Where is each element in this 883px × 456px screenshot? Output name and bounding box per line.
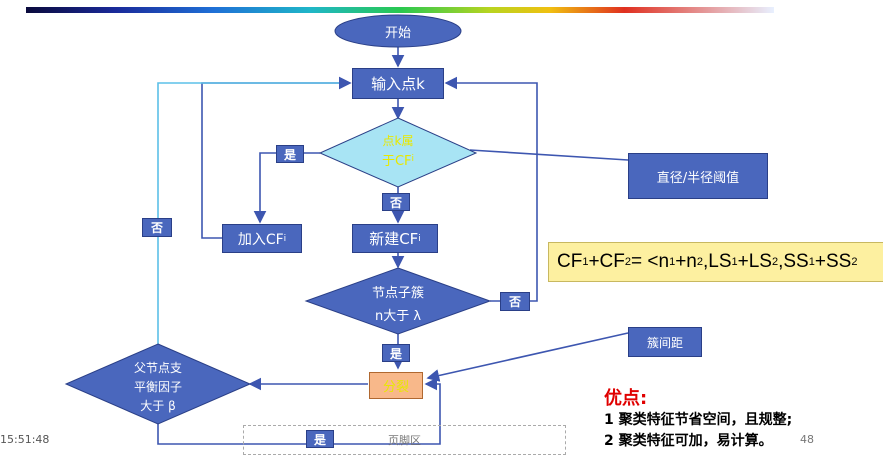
label-yes-bottom: 是 xyxy=(306,430,334,448)
decision2-line2: n大于 λ xyxy=(374,308,422,324)
advantages-title: 优点: xyxy=(604,388,648,409)
decision3-diamond xyxy=(64,343,252,425)
decision3-line2: 平衡因子 xyxy=(133,379,182,394)
label-yes-add: 是 xyxy=(276,145,304,163)
arrow-decision2-input xyxy=(444,76,538,302)
threshold-callout: 直径/半径阈值 xyxy=(628,153,768,199)
arrow-decision3-split xyxy=(157,377,441,445)
arrow-decision1-add xyxy=(253,152,320,224)
page-number: 48 xyxy=(800,433,814,446)
decision2-diamond xyxy=(304,267,492,335)
footer-area-label: 页脚区 xyxy=(388,434,421,447)
label-no-decision2: 否 xyxy=(500,292,530,311)
advantage-line-2: 2 聚类特征可加，易计算。 xyxy=(604,433,773,449)
callout-line-threshold xyxy=(469,149,629,161)
footer-area[interactable] xyxy=(243,425,566,455)
input-node: 输入点k xyxy=(352,68,444,99)
cluster-distance-callout: 簇间距 xyxy=(628,327,702,357)
label-no-loop-left: 否 xyxy=(142,218,172,237)
start-node: 开始 xyxy=(384,25,411,41)
label-yes-split: 是 xyxy=(382,344,410,362)
advantage-line-1: 1 聚类特征节省空间，且规整; xyxy=(604,412,793,428)
arrow-decision3-input xyxy=(157,76,352,344)
decision1-diamond xyxy=(318,117,478,188)
decision1-line1: 点k属 xyxy=(382,133,414,148)
callout-line-cluster-distance xyxy=(426,332,629,382)
decision3-line1: 父节点支 xyxy=(133,360,182,375)
decision3-line3: 大于 β xyxy=(140,398,176,413)
decision2-line1: 节点子簇 xyxy=(371,285,424,301)
title-gradient-bar xyxy=(26,7,774,13)
split-node: 分裂 xyxy=(369,372,423,399)
timestamp: 15:51:48 xyxy=(0,433,50,446)
label-no-new: 否 xyxy=(382,193,410,211)
start-ellipse xyxy=(334,14,462,48)
